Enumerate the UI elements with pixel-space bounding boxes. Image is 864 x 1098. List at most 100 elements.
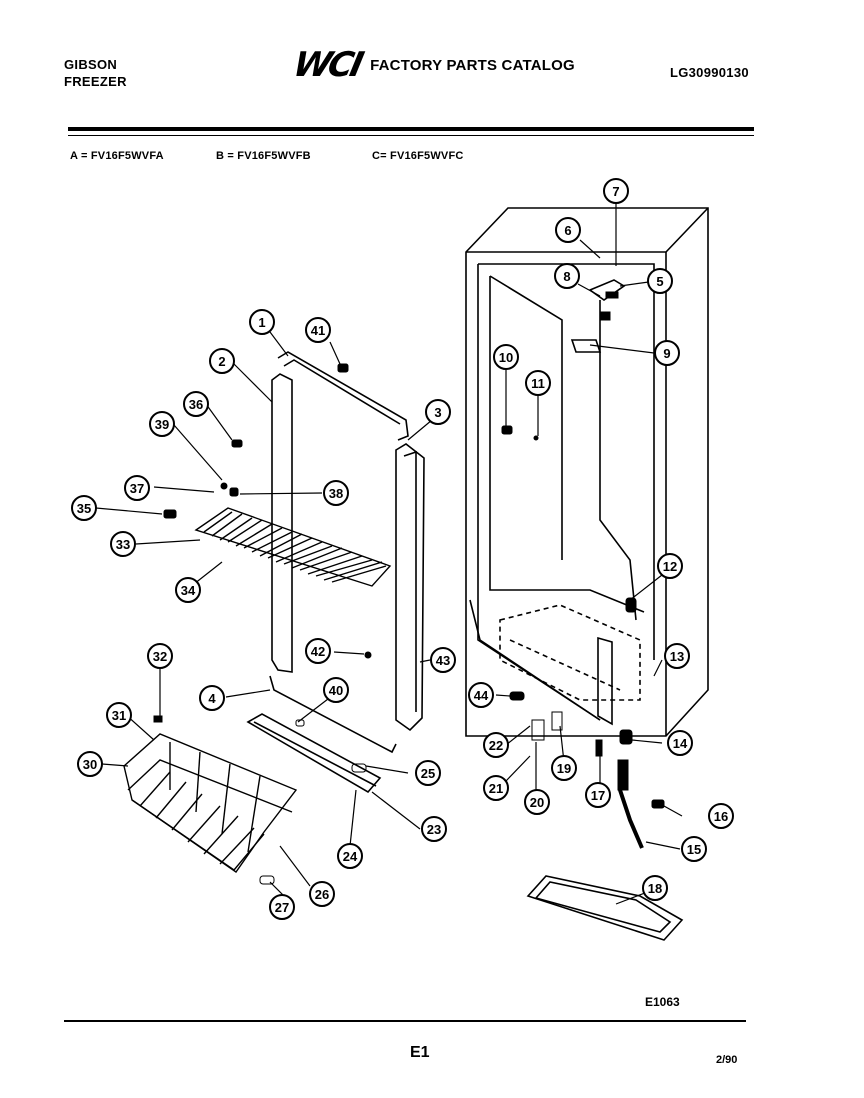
- callout-26: 26: [309, 881, 335, 907]
- callout-19: 19: [551, 755, 577, 781]
- callout-18: 18: [642, 875, 668, 901]
- basket-front: [246, 713, 382, 794]
- svg-text:35: 35: [77, 501, 91, 516]
- callout-27: 27: [269, 894, 295, 920]
- document-code: LG30990130: [670, 65, 749, 80]
- callout-1: 1: [249, 309, 275, 335]
- callout-23: 23: [421, 816, 447, 842]
- svg-text:7: 7: [612, 184, 619, 199]
- svg-text:25: 25: [421, 766, 435, 781]
- svg-text:1: 1: [258, 315, 265, 330]
- callout-14: 14: [667, 730, 693, 756]
- callout-22: 22: [483, 732, 509, 758]
- callout-10: 10: [493, 344, 519, 370]
- svg-text:31: 31: [112, 708, 126, 723]
- model-a: A = FV16F5WVFA: [70, 150, 164, 162]
- svg-text:8: 8: [563, 269, 570, 284]
- callout-35: 35: [71, 495, 97, 521]
- callout-15: 15: [681, 836, 707, 862]
- callout-43: 43: [430, 647, 456, 673]
- svg-text:34: 34: [181, 583, 196, 598]
- callout-5: 5: [647, 268, 673, 294]
- svg-text:37: 37: [130, 481, 144, 496]
- callout-36: 36: [183, 391, 209, 417]
- svg-text:5: 5: [656, 274, 663, 289]
- callout-13: 13: [664, 643, 690, 669]
- svg-text:38: 38: [329, 486, 343, 501]
- svg-text:4: 4: [208, 691, 216, 706]
- hardware-parts: [153, 291, 665, 885]
- svg-text:13: 13: [670, 649, 684, 664]
- callout-32: 32: [147, 643, 173, 669]
- door-gasket: [269, 351, 425, 754]
- callout-9: 9: [654, 340, 680, 366]
- svg-text:22: 22: [489, 738, 503, 753]
- svg-text:40: 40: [329, 683, 343, 698]
- callout-30: 30: [77, 751, 103, 777]
- svg-text:3: 3: [434, 405, 441, 420]
- manufacturer-label: GIBSON FREEZER: [64, 56, 127, 90]
- svg-text:36: 36: [189, 397, 203, 412]
- callout-20: 20: [524, 789, 550, 815]
- callout-17: 17: [585, 782, 611, 808]
- svg-text:26: 26: [315, 887, 329, 902]
- callout-42: 42: [305, 638, 331, 664]
- svg-text:41: 41: [311, 323, 325, 338]
- callout-44: 44: [468, 682, 494, 708]
- callout-39: 39: [149, 411, 175, 437]
- model-b: B = FV16F5WVFB: [216, 150, 311, 162]
- figure-code: E1063: [645, 995, 680, 1009]
- svg-text:2: 2: [218, 354, 225, 369]
- callout-8: 8: [554, 263, 580, 289]
- svg-text:10: 10: [499, 350, 513, 365]
- callout-31: 31: [106, 702, 132, 728]
- svg-text:16: 16: [714, 809, 728, 824]
- svg-text:9: 9: [663, 346, 670, 361]
- drain-pan: [526, 875, 684, 941]
- svg-text:15: 15: [687, 842, 701, 857]
- svg-text:32: 32: [153, 649, 167, 664]
- callout-24: 24: [337, 843, 363, 869]
- page-label: E1: [410, 1044, 430, 1061]
- product-type: FREEZER: [64, 74, 127, 89]
- svg-text:27: 27: [275, 900, 289, 915]
- callout-38: 38: [323, 480, 349, 506]
- callout-34: 34: [175, 577, 201, 603]
- footer-rule: [64, 1020, 746, 1022]
- callout-16: 16: [708, 803, 734, 829]
- svg-text:33: 33: [116, 537, 130, 552]
- date-label: 2/90: [716, 1054, 738, 1066]
- svg-text:18: 18: [648, 881, 662, 896]
- header-rule-thin: [68, 135, 754, 136]
- svg-text:24: 24: [343, 849, 358, 864]
- cabinet: [465, 207, 709, 737]
- callout-25: 25: [415, 760, 441, 786]
- svg-text:14: 14: [673, 736, 688, 751]
- callout-2: 2: [209, 348, 235, 374]
- callout-6: 6: [555, 217, 581, 243]
- callout-3: 3: [425, 399, 451, 425]
- callout-12: 12: [657, 553, 683, 579]
- callout-40: 40: [323, 677, 349, 703]
- svg-text:21: 21: [489, 781, 503, 796]
- callout-7: 7: [603, 178, 629, 204]
- callout-11: 11: [525, 370, 551, 396]
- callout-labels: 7 6 5 8 9 10 11 12 13 14 16 15 17 18 19 …: [71, 178, 734, 920]
- svg-text:44: 44: [474, 688, 489, 703]
- catalog-title: FACTORY PARTS CATALOG: [370, 56, 575, 74]
- svg-text:42: 42: [311, 644, 325, 659]
- callout-37: 37: [124, 475, 150, 501]
- callout-41: 41: [305, 317, 331, 343]
- wire-basket: [123, 733, 298, 873]
- wire-shelf: [194, 507, 392, 587]
- svg-text:19: 19: [557, 761, 571, 776]
- svg-text:39: 39: [155, 417, 169, 432]
- svg-text:23: 23: [427, 822, 441, 837]
- header-rule: [68, 127, 754, 131]
- callout-21: 21: [483, 775, 509, 801]
- svg-text:11: 11: [531, 376, 545, 391]
- svg-text:43: 43: [436, 653, 450, 668]
- svg-text:12: 12: [663, 559, 677, 574]
- svg-text:20: 20: [530, 795, 544, 810]
